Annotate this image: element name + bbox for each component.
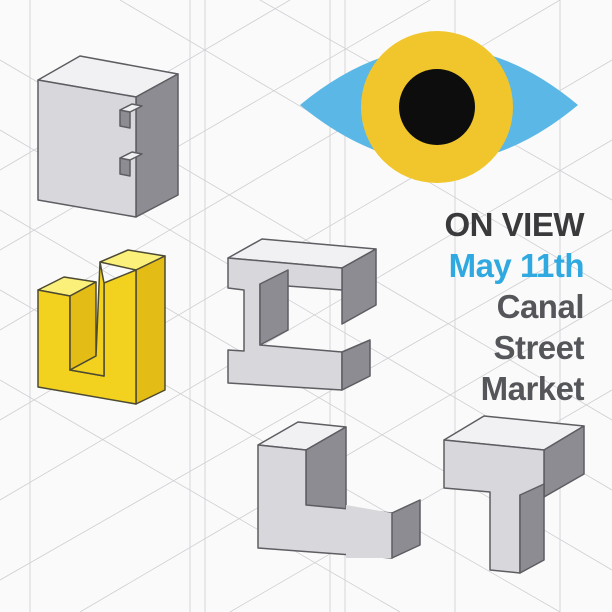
letter-b-block xyxy=(37,55,179,218)
event-info: ON VIEW May 11th Canal Street Market xyxy=(444,204,584,409)
venue-line-3: Market xyxy=(480,370,585,407)
venue-line-1: Canal xyxy=(496,288,585,325)
eye-icon xyxy=(300,31,578,183)
letter-l-block xyxy=(257,421,421,559)
letter-u-block xyxy=(37,249,166,405)
on-view-label: ON VIEW xyxy=(444,206,584,243)
letter-i-block xyxy=(227,238,377,391)
venue-line-2: Street xyxy=(493,329,584,366)
event-date: May 11th xyxy=(448,247,585,284)
letter-t-block xyxy=(443,415,585,574)
